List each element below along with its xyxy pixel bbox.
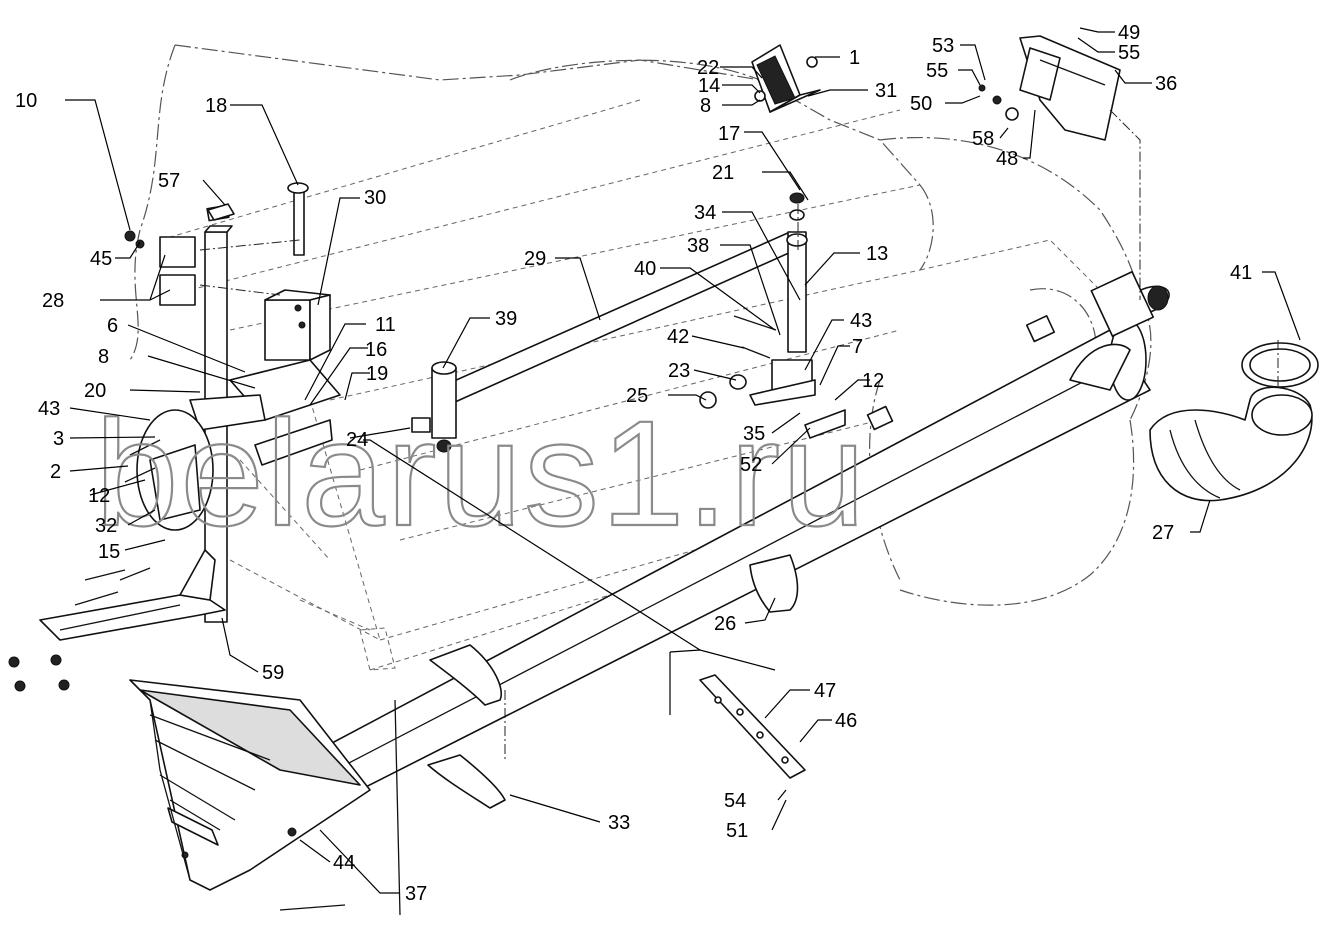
callout-40: 40 (634, 258, 656, 280)
callout-1: 1 (849, 47, 860, 69)
callout-20: 20 (84, 380, 106, 402)
callout-34: 34 (694, 202, 716, 224)
watermark-text: belarus1.ru (95, 389, 867, 557)
callout-39: 39 (495, 308, 517, 330)
callout-8-left: 8 (98, 346, 109, 368)
callout-57: 57 (158, 170, 180, 192)
callout-45: 45 (90, 248, 112, 270)
callout-55-right: 55 (1118, 42, 1140, 64)
left-support-assembly (39, 204, 341, 641)
callout-2: 2 (50, 461, 61, 483)
top-center-bracket (751, 44, 821, 113)
callout-54: 54 (724, 790, 746, 812)
callout-14: 14 (698, 75, 720, 97)
callout-46: 46 (835, 710, 857, 732)
callout-52: 52 (740, 454, 762, 476)
spout-hose (1149, 342, 1319, 502)
clamps (427, 554, 799, 809)
callout-12-left: 12 (88, 485, 110, 507)
callout-48: 48 (996, 148, 1018, 170)
leader-lines (65, 27, 1301, 894)
callout-labels: 1 2 3 6 7 8 8 10 11 12 12 13 14 15 16 17… (15, 22, 1252, 905)
auger-tube (279, 270, 1170, 916)
callout-6: 6 (107, 315, 118, 337)
callout-24: 24 (346, 429, 368, 451)
center-lines (199, 109, 1279, 760)
callout-44: 44 (333, 852, 355, 874)
callout-12-right: 12 (862, 370, 884, 392)
callout-36: 36 (1155, 73, 1177, 95)
callout-28: 28 (42, 290, 64, 312)
callout-43-right: 43 (850, 310, 872, 332)
boom-assembly (411, 192, 846, 453)
callout-38: 38 (687, 235, 709, 257)
callout-41: 41 (1230, 262, 1252, 284)
callout-16: 16 (365, 339, 387, 361)
callout-55-left: 55 (926, 60, 948, 82)
callout-50: 50 (910, 93, 932, 115)
callout-11: 11 (375, 314, 396, 336)
callout-21: 21 (712, 162, 734, 184)
callout-23: 23 (668, 360, 690, 382)
callout-13: 13 (866, 243, 888, 265)
callout-53: 53 (932, 35, 954, 57)
top-right-bracket (978, 35, 1121, 141)
callout-59: 59 (262, 662, 284, 684)
loose-hardware (8, 182, 309, 692)
callout-18: 18 (205, 95, 227, 117)
callout-17: 17 (718, 123, 740, 145)
callout-43-left: 43 (38, 398, 60, 420)
callout-10: 10 (15, 90, 37, 112)
callout-3: 3 (53, 428, 64, 450)
callout-7: 7 (852, 336, 863, 358)
callout-33: 33 (608, 812, 630, 834)
hopper (129, 679, 371, 891)
callout-51: 51 (726, 820, 748, 842)
callout-35: 35 (743, 423, 765, 445)
callout-27: 27 (1152, 522, 1174, 544)
bracket-strip (699, 674, 806, 779)
callout-25: 25 (626, 385, 648, 407)
callout-49: 49 (1118, 22, 1140, 44)
callout-42: 42 (667, 326, 689, 348)
callout-22: 22 (697, 57, 719, 79)
callout-29: 29 (524, 248, 546, 270)
callout-26: 26 (714, 613, 736, 635)
callout-19: 19 (366, 363, 388, 385)
callout-58: 58 (972, 128, 994, 150)
callout-8-top: 8 (700, 95, 711, 117)
callout-47: 47 (814, 680, 836, 702)
callout-15: 15 (98, 541, 120, 563)
callout-32: 32 (95, 515, 117, 537)
callout-37: 37 (405, 883, 427, 905)
callout-30: 30 (364, 187, 386, 209)
callout-31: 31 (875, 80, 897, 102)
